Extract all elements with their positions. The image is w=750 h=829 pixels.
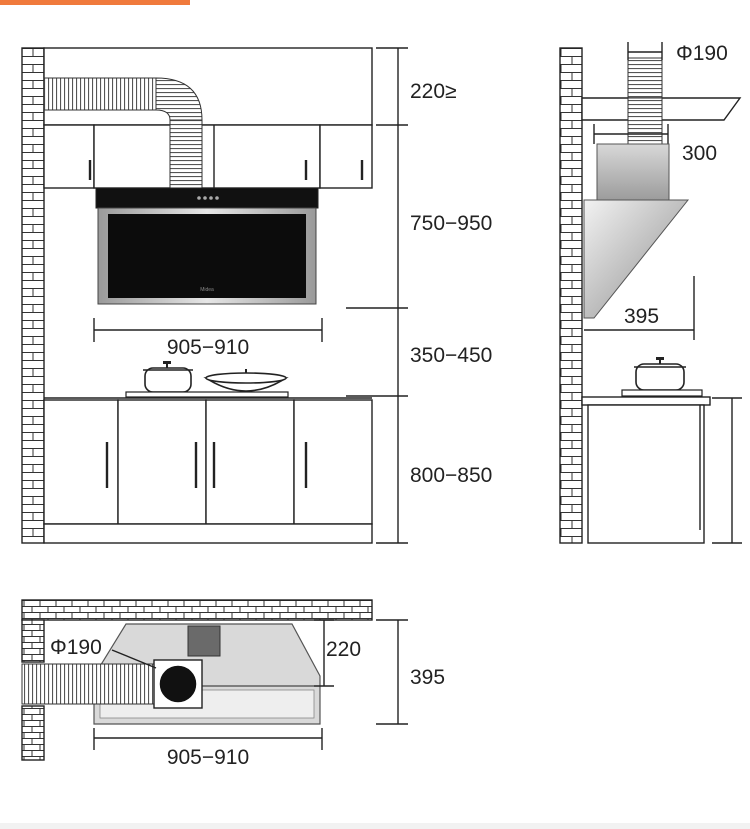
control-button [203, 196, 207, 200]
base-cabinet [587, 404, 705, 544]
dim-outlet-offset: 220 [326, 638, 361, 661]
cooktop [125, 391, 289, 398]
hood-glass-panel [108, 214, 306, 298]
brick-wall [21, 705, 45, 761]
base-cabinet [205, 399, 295, 525]
plinth [43, 523, 373, 544]
hood-body [596, 143, 670, 201]
brick-wall [21, 599, 373, 621]
flex-duct-horizontal [43, 77, 157, 111]
base-cabinet [117, 399, 207, 525]
dim-hood-height: 750−950 [410, 212, 492, 235]
wall-cabinet-left [43, 124, 95, 189]
cooktop [621, 389, 703, 397]
wall-cabinet-center [93, 124, 321, 189]
control-button [209, 196, 213, 200]
dim-hood-depth: 395 [624, 305, 659, 328]
control-button [215, 196, 219, 200]
dim-hood-depth: 395 [410, 666, 445, 689]
dim-duct-diameter: Φ190 [50, 636, 102, 659]
countertop [581, 396, 711, 406]
duct-riser [627, 97, 663, 145]
hood-slant-panel [583, 199, 690, 319]
flex-duct-horizontal [21, 663, 161, 705]
top-view: Φ190 220 395 905−910 [21, 599, 445, 769]
dim-top-gap: 220≥ [410, 80, 457, 103]
dim-duct-diameter: Φ190 [676, 42, 728, 65]
dim-hood-width: 905−910 [167, 336, 249, 359]
dim-clearance: 350−450 [410, 344, 492, 367]
brick-wall [21, 47, 45, 544]
hood-top [95, 187, 319, 209]
pot-icon [143, 361, 193, 393]
flex-duct-vertical [169, 119, 203, 189]
side-view: Φ190 300 395 [559, 42, 742, 544]
brick-wall [21, 619, 45, 663]
bottom-divider [0, 823, 750, 829]
wok-icon [203, 369, 289, 392]
dim-hood-width: 905−910 [167, 746, 249, 769]
dim-cabinet-height: 800−850 [410, 464, 492, 487]
control-button [197, 196, 201, 200]
front-view: Midea 905−910 [21, 47, 492, 544]
base-cabinet [43, 399, 119, 525]
accent-bar [0, 0, 190, 5]
duct-riser [627, 57, 663, 99]
brick-wall [559, 47, 583, 544]
motor-box [187, 625, 221, 657]
brand-mark: Midea [200, 287, 214, 293]
pot-icon [634, 357, 686, 391]
leader-line [111, 649, 157, 669]
wall-cabinet-right [319, 124, 373, 189]
dim-duct-depth: 300 [682, 142, 717, 165]
outlet-ring [158, 664, 198, 704]
